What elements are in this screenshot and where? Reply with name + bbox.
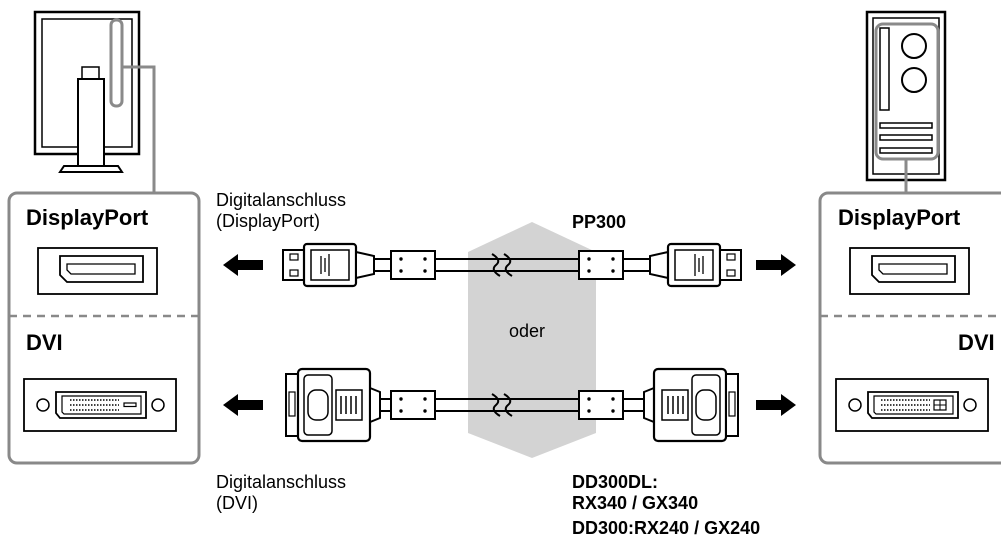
arrow-left-icon: [223, 254, 263, 276]
arrow-left-icon: [223, 394, 263, 416]
displayport-socket-icon: [37, 247, 158, 295]
ferrite-core-icon: [578, 390, 624, 420]
monitor-icon: [33, 10, 156, 193]
displayport-plug-icon: [282, 242, 375, 288]
right-connector-panel: [818, 191, 1001, 465]
cable-name-dd300-models: DD300:RX240 / GX240: [572, 518, 761, 538]
left-displayport-heading: DisplayPort: [26, 205, 149, 230]
digital-dvi-label-line1: Digitalanschluss: [216, 472, 347, 492]
arrow-right-icon: [756, 394, 796, 416]
right-displayport-heading: DisplayPort: [838, 205, 961, 230]
cable-name-pp300: PP300: [572, 212, 627, 232]
cable-models-rx340-gx340: RX340 / GX340: [572, 493, 699, 513]
ferrite-core-icon: [390, 390, 436, 420]
left-dvi-heading: DVI: [26, 330, 63, 355]
displayport-socket-icon: [849, 247, 970, 295]
displayport-plug-icon: [649, 242, 742, 288]
ferrite-core-icon: [390, 250, 436, 280]
digital-dvi-label-line2: (DVI): [216, 493, 258, 513]
dvi-socket-icon: [23, 378, 177, 432]
oder-label: oder: [509, 321, 546, 341]
dvi-plug-icon: [643, 367, 739, 443]
left-connector-panel: [7, 191, 201, 465]
ferrite-core-icon: [578, 250, 624, 280]
dvi-plug-icon: [285, 367, 381, 443]
digital-displayport-label-line2: (DisplayPort): [216, 211, 321, 231]
displayport-cable: [282, 242, 742, 288]
dvi-cable: [285, 367, 739, 443]
pc-tower-icon: [865, 10, 947, 193]
right-dvi-heading: DVI: [958, 330, 995, 355]
dvi-socket-icon: [835, 378, 989, 432]
arrow-right-icon: [756, 254, 796, 276]
cable-name-dd300dl: DD300DL:: [572, 472, 659, 492]
digital-displayport-label-line1: Digitalanschluss: [216, 190, 347, 210]
